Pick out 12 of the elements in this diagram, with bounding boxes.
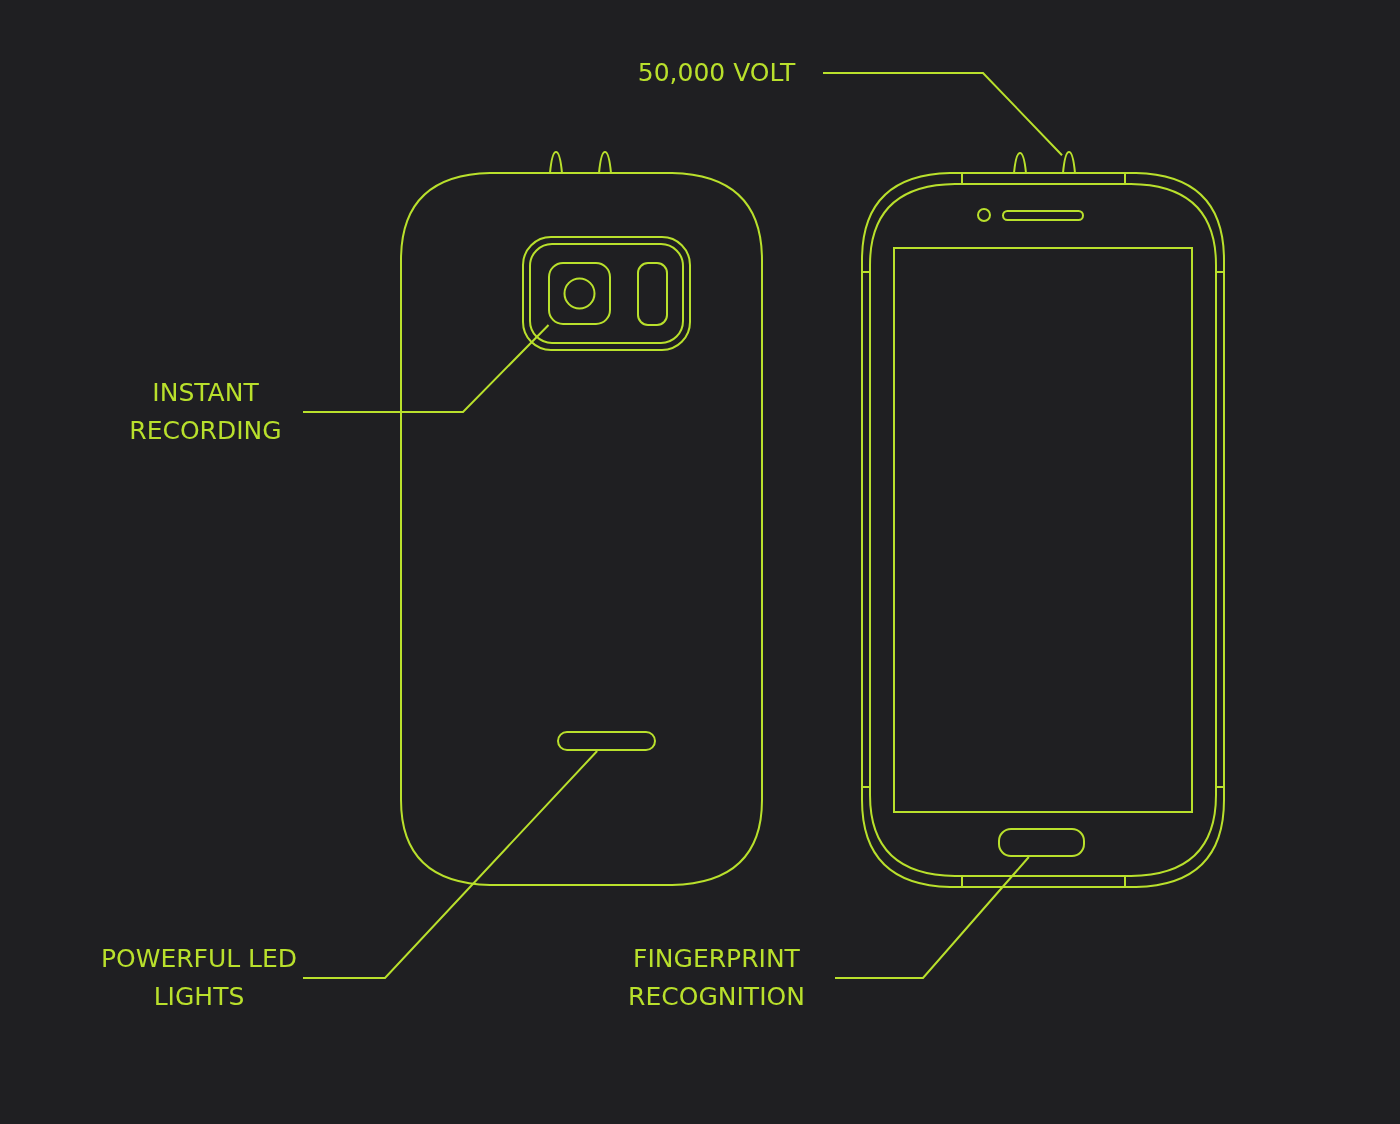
camera-lens [548, 262, 611, 325]
callout-label: FINGERPRINT RECOGNITION [627, 943, 806, 1013]
fingerprint-button [998, 828, 1085, 857]
callout-label: INSTANT RECORDING [128, 377, 283, 447]
callout-label: POWERFUL LED LIGHTS [99, 943, 299, 1013]
leader-line [834, 856, 1030, 979]
electrode-prong [1062, 152, 1076, 173]
led-light-bar [557, 731, 656, 751]
leader-line [302, 324, 550, 413]
leader-line [822, 72, 1063, 157]
leader-line [302, 750, 599, 979]
callout-label: 50,000 VOLT [637, 57, 796, 89]
